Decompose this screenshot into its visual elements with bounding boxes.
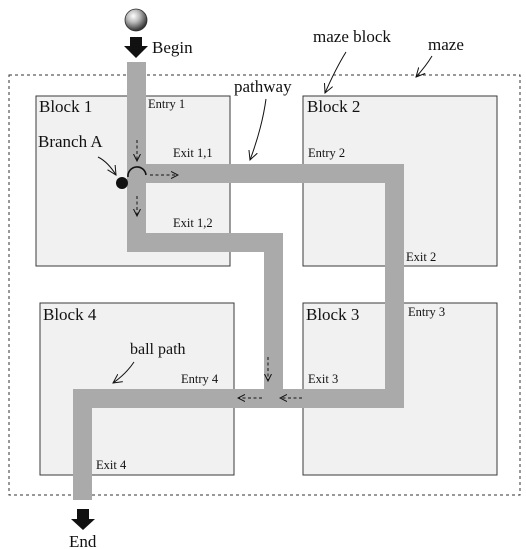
maze-leader xyxy=(416,56,432,77)
entry-3-label: Entry 3 xyxy=(408,305,445,319)
exit-2-label: Exit 2 xyxy=(406,250,436,264)
pathway-label: pathway xyxy=(234,77,292,96)
maze-block-label: maze block xyxy=(313,27,391,46)
exit-1-1-label: Exit 1,1 xyxy=(173,146,213,160)
branch-label: Branch A xyxy=(38,132,103,151)
block-2-title: Block 2 xyxy=(307,97,360,116)
block-3-title: Block 3 xyxy=(306,305,359,324)
entry-1-label: Entry 1 xyxy=(148,97,185,111)
maze-block-leader xyxy=(325,52,346,93)
exit-3-label: Exit 3 xyxy=(308,372,338,386)
entry-4-label: Entry 4 xyxy=(181,372,219,386)
end-arrow-icon xyxy=(71,509,95,530)
entry-2-label: Entry 2 xyxy=(308,146,345,160)
exit-4-label: Exit 4 xyxy=(96,458,127,472)
ball-icon xyxy=(125,9,147,31)
end-label: End xyxy=(69,532,97,549)
begin-arrow-icon xyxy=(124,37,148,58)
block-4-title: Block 4 xyxy=(43,305,97,324)
maze-label: maze xyxy=(428,35,464,54)
exit-1-2-label: Exit 1,2 xyxy=(173,216,213,230)
branch-ball-icon xyxy=(116,177,128,189)
block-1-title: Block 1 xyxy=(39,97,92,116)
begin-label: Begin xyxy=(152,38,193,57)
pathway-leader xyxy=(250,99,266,160)
ball-path-label: ball path xyxy=(130,341,186,358)
